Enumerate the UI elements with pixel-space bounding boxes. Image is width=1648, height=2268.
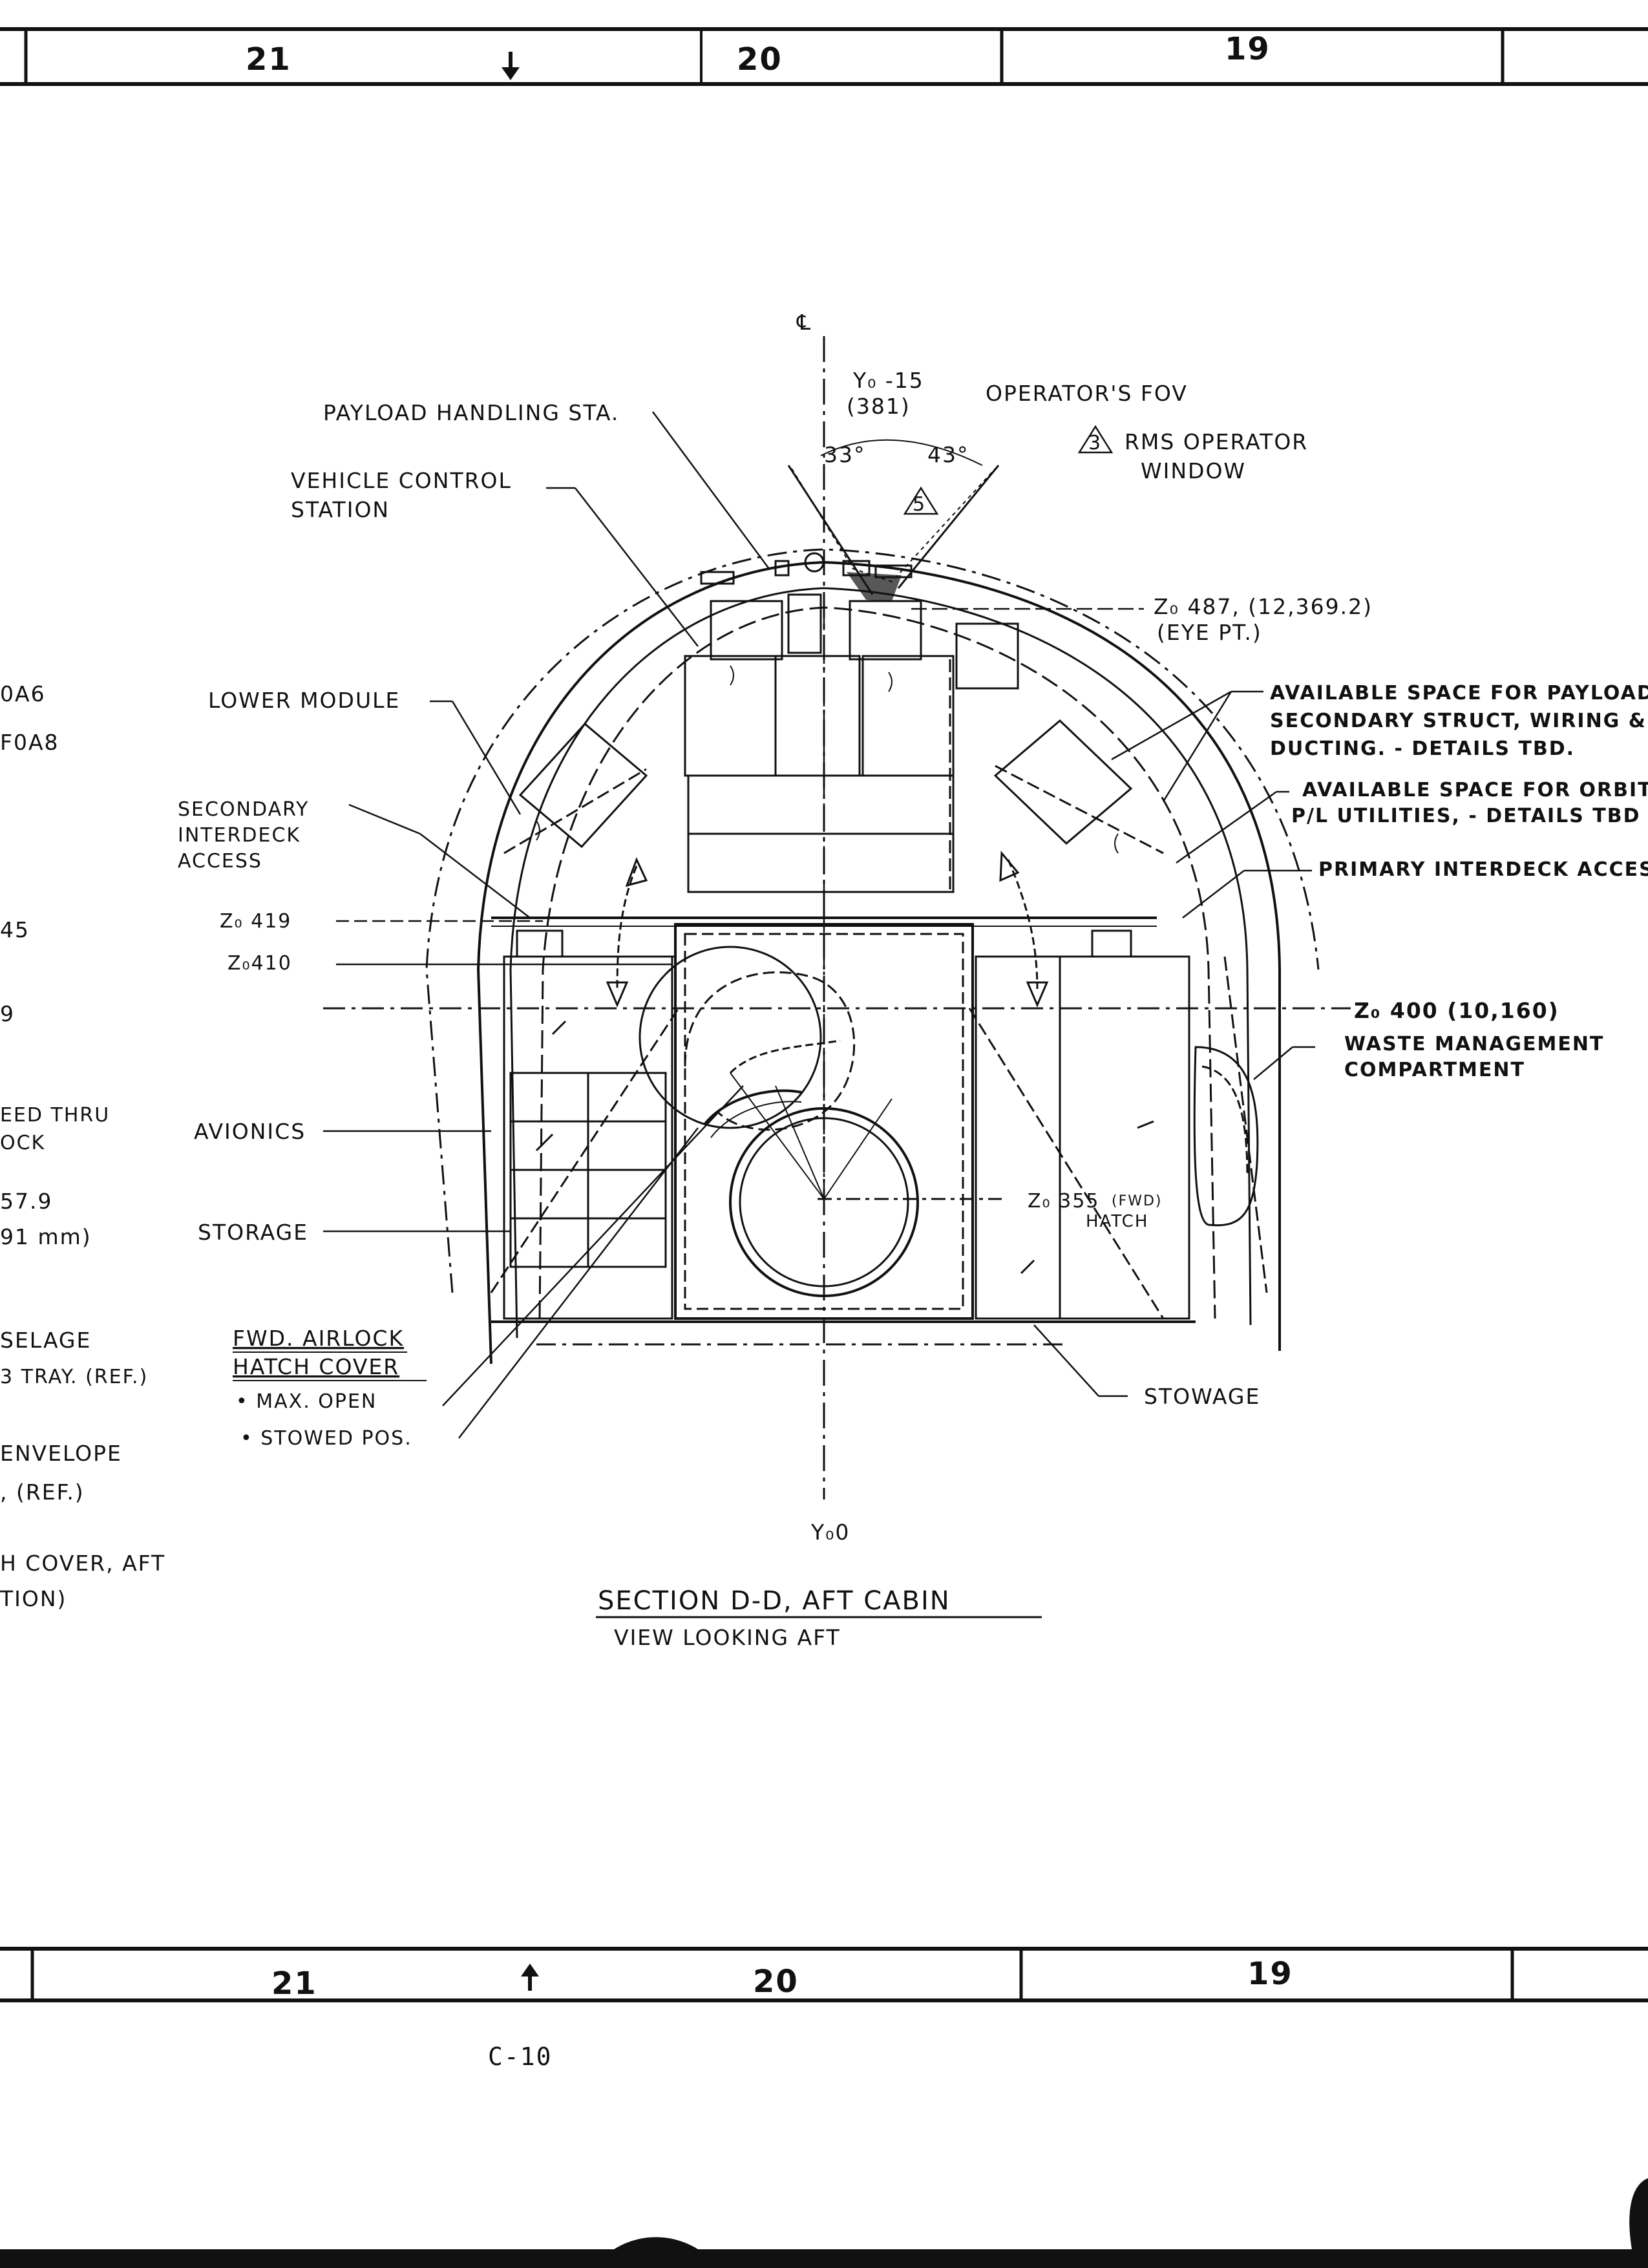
lower-module-label: LOWER MODULE (208, 688, 400, 713)
dash-envelope (425, 548, 1320, 1293)
diagram-labels: ℄ Y₀ -15 (381) OPERATOR'S FOV 33° 43° 5 … (178, 310, 1648, 1545)
rms-window-label-2: WINDOW (1141, 458, 1246, 483)
zone-label-bottom-19: 19 (1247, 1956, 1293, 1992)
left-note: SELAGE (0, 1328, 91, 1353)
fwd-airlock-label-1: FWD. AIRLOCK (233, 1326, 404, 1351)
zone-label-top-19: 19 (1225, 31, 1271, 67)
left-note: ENVELOPE (0, 1441, 122, 1466)
eye-point-label-1: Z₀ 487, (12,369.2) (1154, 594, 1373, 619)
left-note: TION) (0, 1586, 67, 1611)
storage-label: STORAGE (198, 1220, 308, 1245)
avail-payload-label-1: AVAILABLE SPACE FOR PAYLOAD (1270, 682, 1648, 705)
z410-label: Z₀410 (227, 952, 292, 975)
left-note: 57.9 (0, 1189, 52, 1214)
yo-top-label: Y₀ -15 (852, 368, 924, 393)
page-number: C-10 (488, 2042, 553, 2071)
section-title: SECTION D-D, AFT CABIN (598, 1586, 951, 1616)
note-5-triangle-icon: 5 (903, 486, 939, 516)
rms-window-label-1: RMS OPERATOR (1125, 429, 1308, 454)
zone-arrow-up-icon (521, 1964, 539, 1991)
hatch-label: HATCH (1086, 1212, 1148, 1231)
section-subtitle: VIEW LOOKING AFT (614, 1625, 841, 1650)
left-note: 45 (0, 917, 30, 942)
left-note: 9 (0, 1001, 15, 1026)
left-note: H COVER, AFT (0, 1551, 165, 1576)
left-note: 0A6 (0, 681, 46, 706)
fwd-label: (FWD) (1112, 1193, 1163, 1209)
left-note: OCK (0, 1132, 45, 1154)
operators-fov-label: OPERATOR'S FOV (986, 381, 1188, 406)
z355-label: Z₀ 355 (1028, 1190, 1099, 1213)
left-note: F0A8 (0, 730, 59, 755)
zone-label-bottom-20: 20 (753, 1964, 799, 2000)
zone-arrow-down-icon (502, 52, 520, 80)
pressure-shell (538, 606, 1216, 1319)
zone-label-top-20: 20 (737, 41, 783, 78)
primary-interdeck-label: PRIMARY INTERDECK ACCESS (1318, 858, 1648, 881)
secondary-interdeck-label-1: SECONDARY (178, 798, 309, 821)
left-note: 3 TRAY. (REF.) (0, 1366, 148, 1388)
left-cut-notes: 0A6 F0A8 45 9 EED THRU OCK 57.9 91 mm) S… (0, 681, 165, 1611)
scan-clip-mark (614, 2237, 698, 2249)
scan-bottom-bar (0, 2249, 1648, 2268)
max-open-label: • MAX. OPEN (236, 1390, 377, 1413)
vehicle-control-label-2: STATION (291, 497, 390, 522)
angle-right-label: 43° (927, 442, 969, 467)
angle-left-label: 33° (824, 442, 866, 467)
note-3-triangle-icon: 3 (1077, 425, 1114, 454)
avail-payload-label-2: SECONDARY STRUCT, WIRING & (1270, 710, 1647, 732)
stowed-pos-label: • STOWED POS. (240, 1427, 412, 1450)
eye-point-label-2: (EYE PT.) (1157, 620, 1262, 645)
yo-top-mm-label: (381) (847, 394, 911, 419)
fwd-airlock-label-2: HATCH COVER (233, 1354, 399, 1379)
secondary-interdeck-label-2: INTERDECK (178, 824, 301, 847)
zone-label-top-21: 21 (246, 41, 291, 78)
note-5-number: 5 (913, 493, 926, 516)
stowage-label: STOWAGE (1144, 1384, 1260, 1409)
outer-hull (476, 560, 1281, 1364)
cabin-section-drawing (323, 336, 1351, 1500)
top-zone-strip (0, 27, 1648, 86)
avail-orbiter-label-1: AVAILABLE SPACE FOR ORBITER (1302, 779, 1648, 801)
payload-handling-label: PAYLOAD HANDLING STA. (323, 400, 619, 425)
avail-payload-label-3: DUCTING. - DETAILS TBD. (1270, 737, 1575, 760)
inner-hull (509, 587, 1252, 1339)
yo-bottom-label: Y₀0 (810, 1520, 850, 1545)
zone-label-bottom-21: 21 (271, 1966, 317, 2002)
waste-mgmt-label-2: COMPARTMENT (1344, 1059, 1525, 1081)
avionics-label: AVIONICS (194, 1119, 306, 1144)
bottom-zone-strip (0, 1947, 1648, 2002)
left-note: , (REF.) (0, 1479, 85, 1505)
waste-mgmt-label-1: WASTE MANAGEMENT (1344, 1033, 1604, 1055)
vehicle-control-label-1: VEHICLE CONTROL (291, 468, 512, 493)
note-3-number: 3 (1088, 432, 1102, 454)
secondary-interdeck-label-3: ACCESS (178, 850, 262, 873)
left-note: 91 mm) (0, 1224, 92, 1249)
avail-orbiter-label-2: P/L UTILITIES, - DETAILS TBD (1291, 805, 1641, 827)
leader-lines (323, 411, 1315, 1439)
scan-corner-mark (1629, 2178, 1648, 2249)
z419-label: Z₀ 419 (220, 910, 291, 933)
left-note: EED THRU (0, 1104, 110, 1127)
centerline-symbol: ℄ (796, 310, 812, 335)
z400-label: Z₀ 400 (10,160) (1354, 998, 1559, 1023)
